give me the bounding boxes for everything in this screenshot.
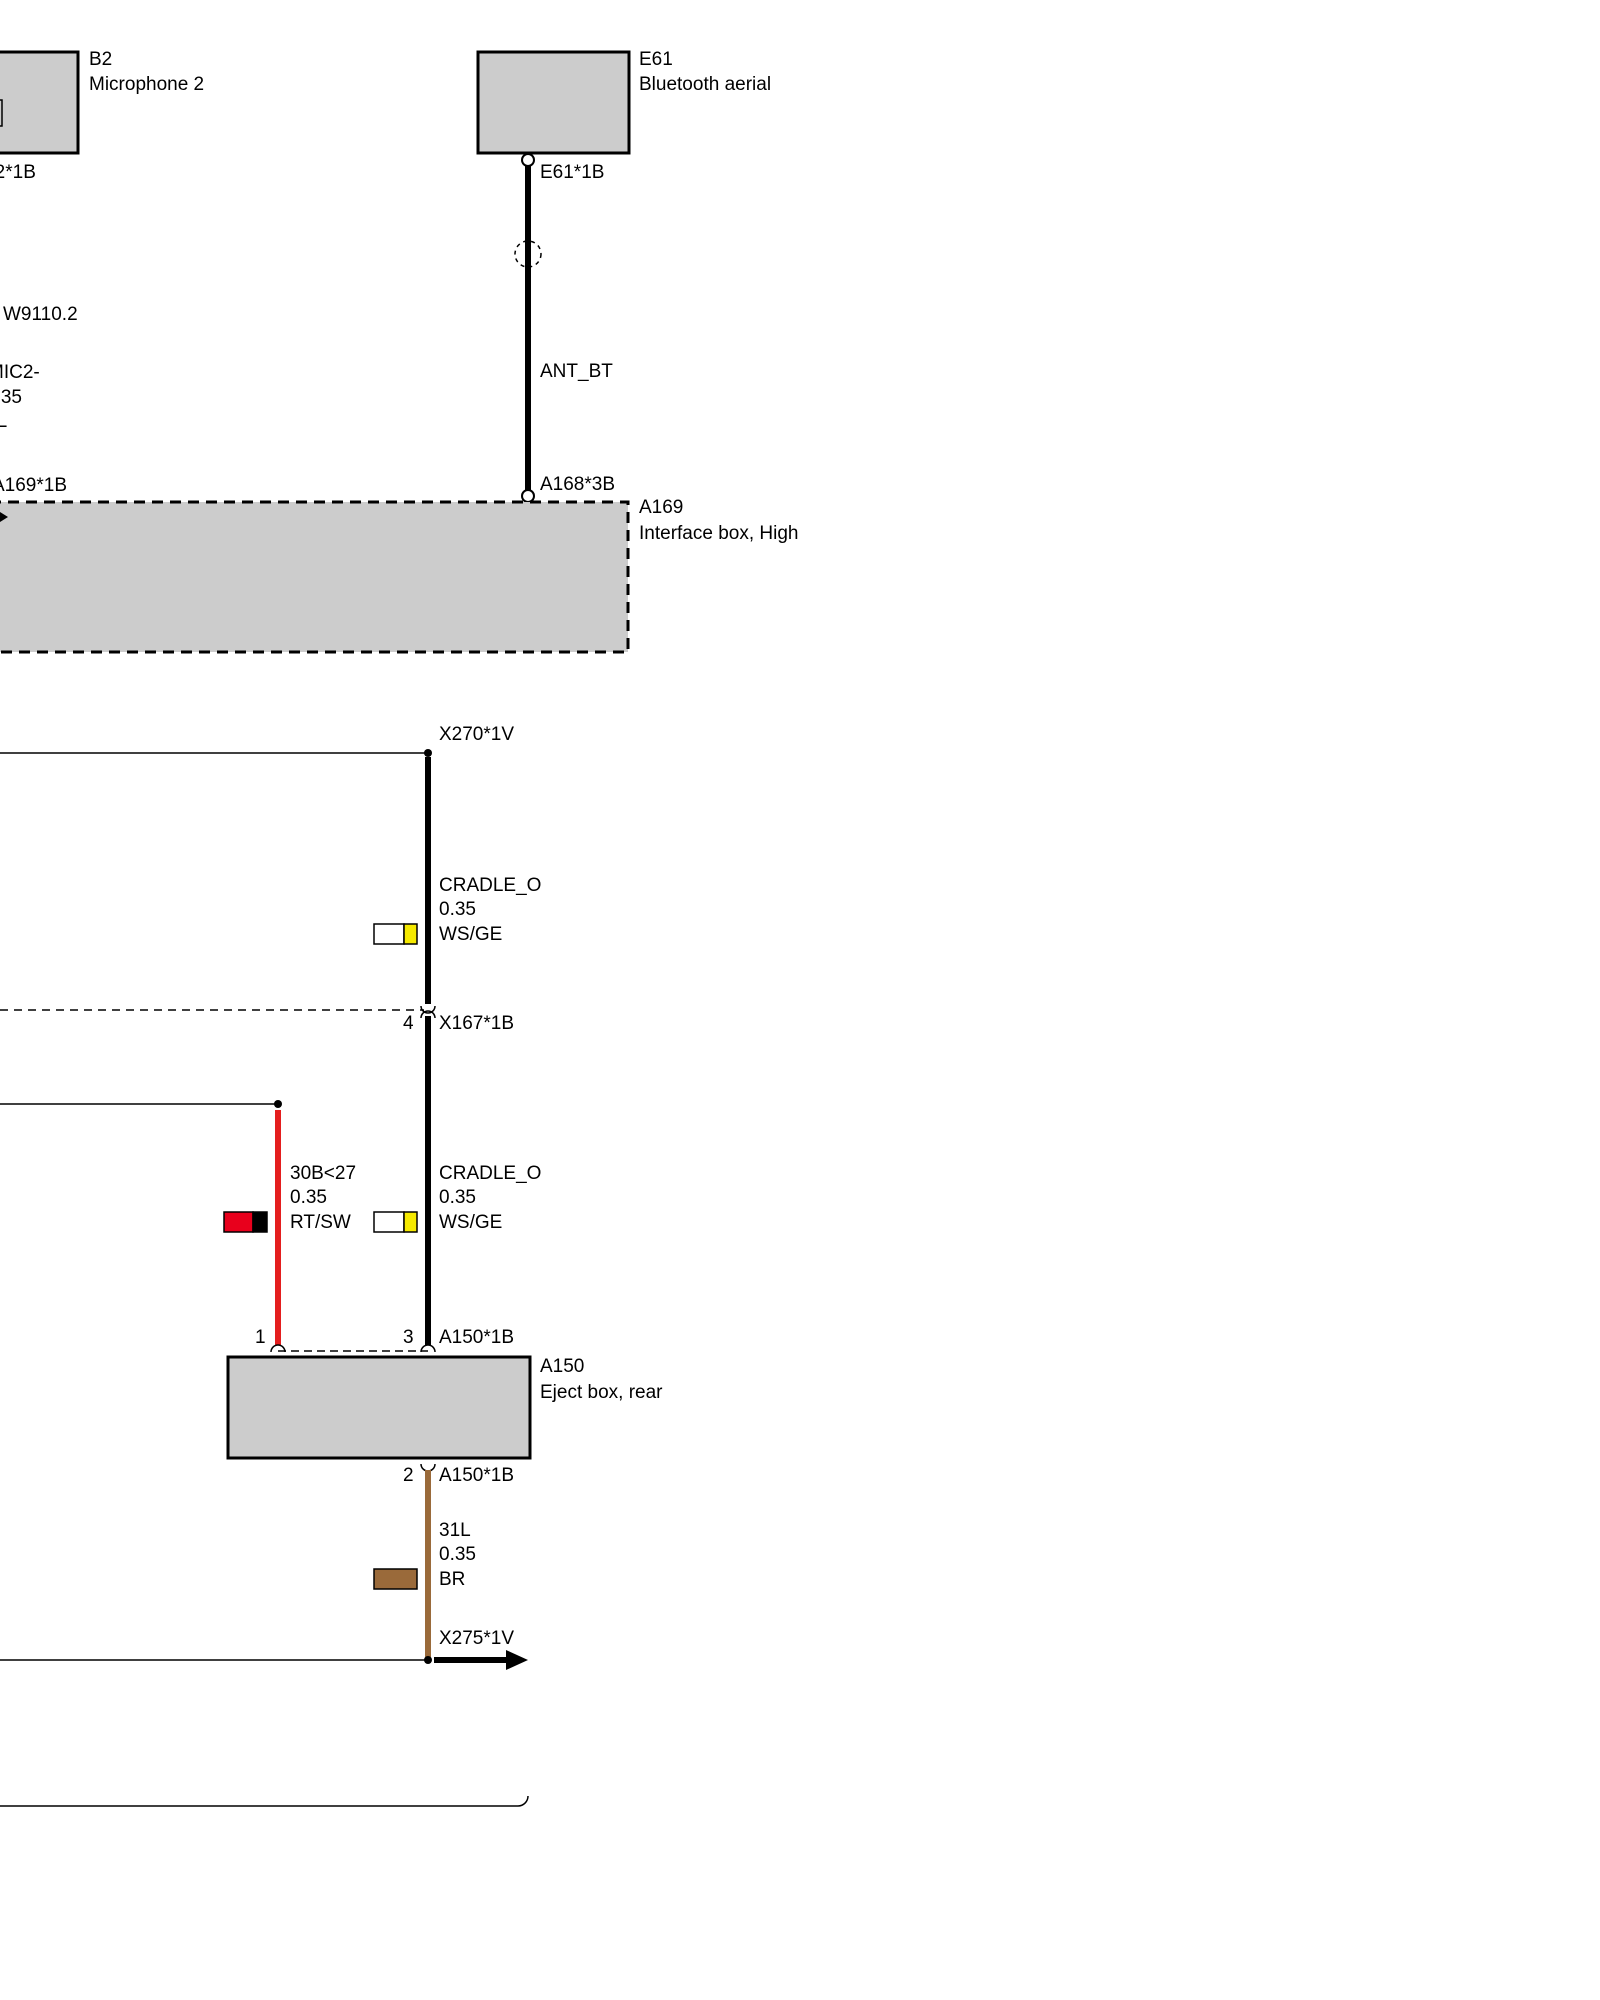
x275-arrow-icon[interactable] bbox=[506, 1650, 528, 1670]
ground-color: BR bbox=[439, 1569, 465, 1590]
x167-label: X167*1B bbox=[439, 1013, 514, 1034]
e61-id: E61 bbox=[639, 49, 673, 70]
swatch-red bbox=[223, 1211, 254, 1233]
a150-pin3-icon bbox=[420, 1344, 436, 1353]
component-b2[interactable]: B2 Microphone 2 bbox=[0, 49, 204, 155]
b2-connector-label: B2*1B bbox=[0, 162, 36, 183]
supply-junction-dot bbox=[274, 1100, 282, 1108]
x275-junction-dot bbox=[424, 1656, 432, 1664]
ground-labels: 31L 0.35 BR bbox=[439, 1520, 476, 1590]
cradle-upper-labels: CRADLE_O 0.35 WS/GE bbox=[439, 875, 541, 945]
supply-labels: 30B<27 0.35 RT/SW bbox=[290, 1163, 356, 1233]
a150-name: Eject box, rear bbox=[540, 1382, 663, 1403]
ground-signal: 31L bbox=[439, 1520, 471, 1541]
supply-color: RT/SW bbox=[290, 1212, 351, 1233]
x270-junction-dot bbox=[424, 749, 432, 757]
b2-box bbox=[0, 50, 80, 155]
cradle-lower-signal: CRADLE_O bbox=[439, 1163, 541, 1184]
cradle-upper-signal: CRADLE_O bbox=[439, 875, 541, 896]
x167-pin: 4 bbox=[403, 1013, 414, 1034]
a168-3b-label: A168*3B bbox=[540, 474, 615, 495]
a169-id: A169 bbox=[639, 497, 683, 518]
a168-3b-pin bbox=[521, 489, 535, 503]
x275-label: X275*1V bbox=[439, 1628, 514, 1649]
mic2-signal: MIC2- bbox=[0, 362, 40, 383]
cradle-upper-swatch bbox=[373, 923, 418, 945]
bottom-bracket bbox=[0, 1795, 529, 1807]
a169-name: Interface box, High bbox=[639, 523, 798, 544]
supply-signal: 30B<27 bbox=[290, 1163, 356, 1184]
cradle-upper-gauge: 0.35 bbox=[439, 899, 476, 920]
ground-swatch bbox=[373, 1568, 418, 1590]
e61-box bbox=[476, 50, 631, 155]
b2-name: Microphone 2 bbox=[89, 74, 204, 95]
component-a169[interactable]: A169 Interface box, High bbox=[0, 497, 798, 654]
supply-swatch bbox=[223, 1211, 268, 1233]
e61-name: Bluetooth aerial bbox=[639, 74, 771, 95]
a150-pin3: 3 bbox=[403, 1327, 414, 1348]
b2-inner-symbol bbox=[0, 99, 3, 127]
cradle-lower-labels: CRADLE_O 0.35 WS/GE bbox=[439, 1163, 541, 1233]
ant-bt-signal: ANT_BT bbox=[540, 361, 613, 382]
cradle-upper-color: WS/GE bbox=[439, 924, 502, 945]
a169-1b-label: A169*1B bbox=[0, 475, 67, 496]
x167-connector-cup bbox=[420, 1010, 436, 1019]
e61-1b-pin bbox=[521, 153, 535, 167]
a150-1b-bottom-label: A150*1B bbox=[439, 1465, 514, 1486]
swatch-white bbox=[373, 1211, 405, 1233]
mic2-gauge: 0.35 bbox=[0, 387, 22, 408]
swatch-yellow bbox=[403, 923, 418, 945]
a150-pin1-icon bbox=[270, 1344, 286, 1353]
cradle-lower-color: WS/GE bbox=[439, 1212, 502, 1233]
a150-pin2: 2 bbox=[403, 1465, 414, 1486]
a150-pin1: 1 bbox=[255, 1327, 266, 1348]
a150-box bbox=[226, 1355, 532, 1460]
mic2-wire-labels: MIC2- 0.35 BL bbox=[0, 362, 40, 432]
swatch-black bbox=[252, 1211, 268, 1233]
a150-id: A150 bbox=[540, 1356, 584, 1377]
component-a150[interactable]: A150 Eject box, rear bbox=[226, 1355, 663, 1460]
a169-arrow-icon bbox=[0, 512, 8, 522]
x167-connector-icon bbox=[420, 1005, 436, 1014]
cradle-lower-swatch bbox=[373, 1211, 418, 1233]
component-e61[interactable]: E61 Bluetooth aerial bbox=[476, 49, 771, 155]
ground-gauge: 0.35 bbox=[439, 1544, 476, 1565]
b2-id: B2 bbox=[89, 49, 112, 70]
supply-gauge: 0.35 bbox=[290, 1187, 327, 1208]
swatch-yellow bbox=[403, 1211, 418, 1233]
w9110-label: W9110.2 bbox=[3, 304, 78, 325]
a150-pin2-icon bbox=[420, 1463, 436, 1472]
swatch-white bbox=[373, 923, 405, 945]
mic2-color: BL bbox=[0, 411, 7, 432]
e61-connector-label: E61*1B bbox=[540, 162, 604, 183]
ant-bt-shield-icon bbox=[514, 240, 542, 268]
cradle-lower-gauge: 0.35 bbox=[439, 1187, 476, 1208]
a150-1b-top-label: A150*1B bbox=[439, 1327, 514, 1348]
x270-label: X270*1V bbox=[439, 724, 514, 745]
a169-box bbox=[0, 500, 630, 654]
